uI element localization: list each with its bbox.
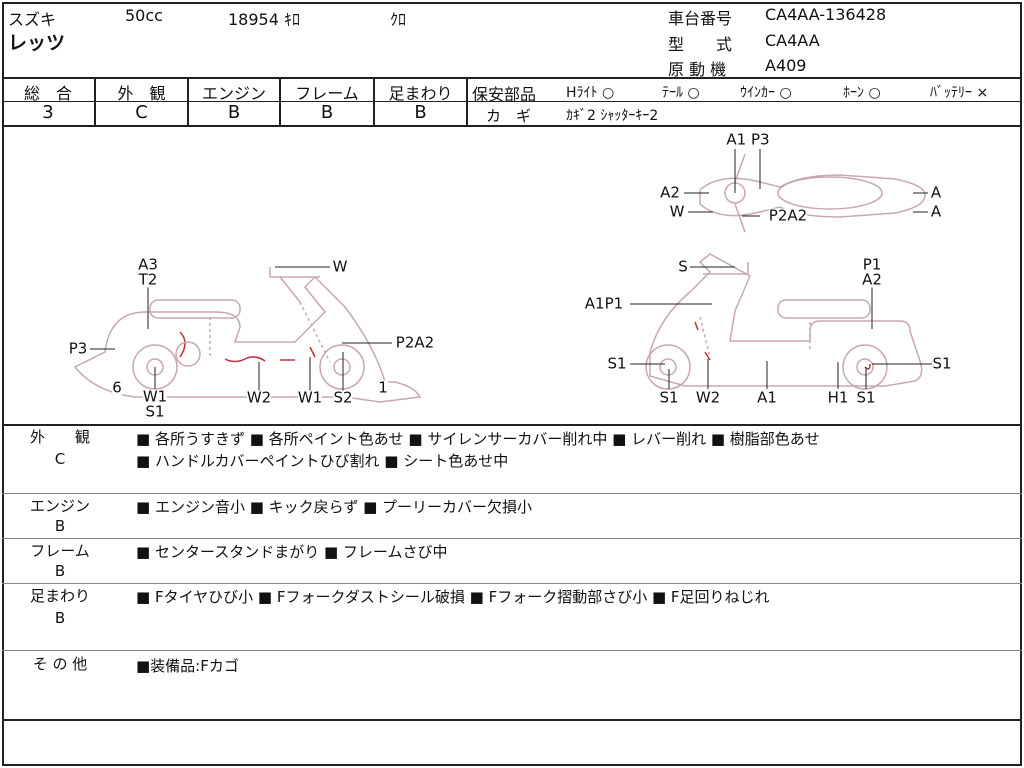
diagram-label: A (930, 183, 942, 202)
engine-label: 原 動 機 (668, 60, 727, 79)
type-value: CA4AA (765, 31, 820, 50)
rating-value-suspension: B (414, 102, 427, 123)
displacement: 50cc (125, 6, 163, 25)
diagram-label: W (332, 257, 348, 276)
diagram-label: P1 (862, 255, 882, 274)
rating-label-exterior: 外 観 (117, 84, 166, 103)
safety-tail: ﾃｰﾙ ○ (662, 85, 700, 101)
diagram-label: S1 (932, 354, 952, 373)
diagram-label: S1 (659, 388, 679, 407)
safety-battery: ﾊﾞｯﾃﾘｰ × (930, 85, 989, 101)
notes-title: 外 観 (29, 428, 90, 446)
rating-label-suspension: 足まわり (388, 84, 453, 103)
diagram-label: S1 (607, 354, 627, 373)
diagram-label: P2A2 (768, 206, 808, 225)
notes-line: ■装備品:Fカゴ (136, 657, 239, 675)
keys-label: カ ギ (486, 107, 532, 125)
type-label: 型 式 (668, 35, 733, 54)
rating-label-overall: 総 合 (23, 84, 72, 103)
notes-line: ■ センタースタンドまがり ■ フレームさび中 (136, 543, 448, 561)
diagram-label: W2 (695, 388, 721, 407)
diagram-label: A1 P3 (726, 130, 770, 149)
diagram-label: A2 (660, 183, 680, 202)
diagram-label: W1 (297, 388, 323, 407)
scooter-right-view (645, 253, 923, 390)
rating-value-engine: B (227, 102, 241, 123)
diagram-label: S1 (856, 388, 876, 407)
rating-label-engine: エンジン (201, 84, 266, 103)
diagram-label: S2 (333, 388, 353, 407)
diagram-label: P3 (68, 339, 88, 358)
notes-grade: C (54, 450, 66, 468)
rating-value-frame: B (320, 102, 334, 123)
diagram-label: P2A2 (395, 333, 435, 352)
notes-title: そ の 他 (32, 655, 88, 673)
maker: スズキ (8, 10, 57, 29)
scooter-diagram (73, 149, 932, 403)
notes-grade: B (54, 609, 66, 627)
notes-line: ■ 各所うすきず ■ 各所ペイント色あせ ■ サイレンサーカバー削れ中 ■ レバ… (136, 430, 820, 448)
notes-line: ■ ハンドルカバーペイントひび割れ ■ シート色あせ中 (136, 452, 509, 470)
diagram-label: 6 (112, 378, 122, 397)
keys-value: ｶｷﾞ2 ｼｬｯﾀｰｷｰ2 (566, 108, 659, 124)
diagram-label: S (678, 257, 688, 276)
notes-line: ■ エンジン音小 ■ キック戻らず ■ プーリーカバー欠損小 (136, 498, 533, 516)
diagram-label: A3 (138, 255, 158, 274)
notes-line: ■ Fタイヤひび小 ■ Fフォークダストシール破損 ■ Fフォーク摺動部さび小 … (136, 588, 770, 606)
diagram-label: A (930, 202, 942, 221)
diagram-label: W1 (142, 387, 168, 406)
diagram-label: A1P1 (584, 294, 624, 313)
model-name: レッツ (8, 32, 66, 54)
diagram-label: W2 (246, 388, 272, 407)
scooter-top-view (699, 153, 926, 233)
engine-value: A409 (765, 56, 807, 75)
rating-value-overall: 3 (42, 102, 54, 123)
mileage: 18954 ｷﾛ (228, 10, 300, 29)
diagram-label: W (669, 202, 685, 221)
frame-no: CA4AA-136428 (765, 5, 887, 24)
diagram-label: H1 (827, 388, 849, 407)
safety-winker: ｳｲﾝｶｰ ○ (740, 85, 792, 101)
notes-grade: B (54, 562, 66, 580)
scooter-left-view (73, 267, 422, 403)
diagram-label: T2 (138, 270, 158, 289)
diagram-label: A1 (757, 388, 777, 407)
rating-value-exterior: C (135, 102, 148, 123)
notes-title: 足まわり (29, 587, 90, 605)
diagram-label: 1 (378, 378, 388, 397)
notes-title: エンジン (29, 497, 90, 515)
safety-horn: ﾎｰﾝ ○ (843, 85, 881, 101)
color: ｸﾛ (390, 10, 407, 29)
safety-label: 保安部品 (472, 85, 537, 104)
frame-no-label: 車台番号 (668, 9, 733, 28)
diagram-label: S1 (145, 402, 165, 421)
notes-grade: B (54, 517, 66, 535)
diagram-label: A2 (862, 270, 882, 289)
notes-title: フレーム (30, 542, 90, 560)
rating-label-frame: フレーム (295, 84, 359, 103)
safety-headlight: Hﾗｲﾄ ○ (566, 85, 615, 101)
